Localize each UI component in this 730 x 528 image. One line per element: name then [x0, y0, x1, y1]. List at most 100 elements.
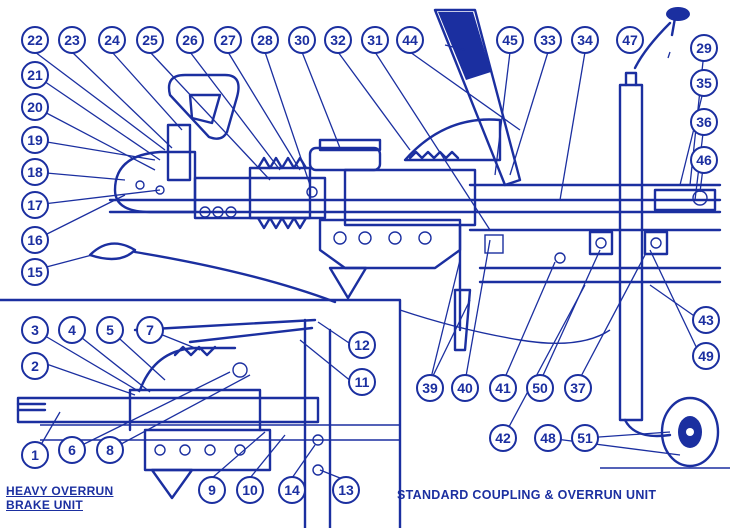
brake-rod — [453, 223, 566, 352]
callout-11: 11 — [348, 368, 376, 396]
callout-label: 21 — [27, 67, 43, 83]
callout-label: 19 — [27, 132, 43, 148]
callout-46: 46 — [690, 146, 718, 174]
callout-label: 23 — [64, 32, 80, 48]
callout-4: 4 — [58, 316, 86, 344]
callout-label: 50 — [532, 380, 548, 396]
leader-lines — [34, 44, 705, 479]
callout-label: 12 — [354, 337, 370, 353]
callout-6: 6 — [58, 436, 86, 464]
callout-32: 32 — [324, 26, 352, 54]
callout-label: 29 — [696, 40, 712, 56]
callout-44: 44 — [396, 26, 424, 54]
callout-label: 32 — [330, 32, 346, 48]
callout-label: 18 — [27, 164, 43, 180]
callout-label: 27 — [220, 32, 236, 48]
callout-label: 35 — [696, 75, 712, 91]
callout-29: 29 — [690, 34, 718, 62]
callout-label: 46 — [696, 152, 712, 168]
brake-lever-handle — [167, 73, 240, 140]
callout-35: 35 — [690, 69, 718, 97]
callout-label: 4 — [68, 322, 76, 338]
callout-41: 41 — [489, 374, 517, 402]
callout-label: 13 — [338, 482, 354, 498]
callout-label: 42 — [495, 430, 511, 446]
callout-8: 8 — [96, 436, 124, 464]
callout-47: 47 — [616, 26, 644, 54]
ratchet-segment — [403, 118, 502, 162]
callout-39: 39 — [416, 374, 444, 402]
callout-27: 27 — [214, 26, 242, 54]
callout-34: 34 — [571, 26, 599, 54]
inset-caption-line1: HEAVY OVERRUN — [6, 484, 114, 498]
callout-18: 18 — [21, 158, 49, 186]
callout-label: 15 — [27, 264, 43, 280]
callout-label: 16 — [27, 232, 43, 248]
callout-label: 30 — [294, 32, 310, 48]
callout-21: 21 — [21, 61, 49, 89]
callout-1: 1 — [21, 441, 49, 469]
callout-2: 2 — [21, 352, 49, 380]
callout-label: 3 — [31, 322, 39, 338]
lever-bracket — [308, 138, 382, 172]
callout-15: 15 — [21, 258, 49, 286]
callout-3: 3 — [21, 316, 49, 344]
callout-48: 48 — [534, 424, 562, 452]
callout-26: 26 — [176, 26, 204, 54]
callout-label: 17 — [27, 197, 43, 213]
callout-label: 39 — [422, 380, 438, 396]
callout-13: 13 — [332, 476, 360, 504]
callout-label: 45 — [502, 32, 518, 48]
callout-label: 48 — [540, 430, 556, 446]
inset-caption: HEAVY OVERRUN BRAKE UNIT — [6, 484, 141, 512]
callout-45: 45 — [496, 26, 524, 54]
callout-label: 1 — [31, 447, 39, 463]
bellows-gaiter — [256, 156, 308, 230]
callout-label: 33 — [540, 32, 556, 48]
callout-24: 24 — [98, 26, 126, 54]
callout-43: 43 — [692, 306, 720, 334]
callout-label: 43 — [698, 312, 714, 328]
callout-label: 9 — [208, 482, 216, 498]
callout-label: 37 — [570, 380, 586, 396]
callout-23: 23 — [58, 26, 86, 54]
callout-10: 10 — [236, 476, 264, 504]
coupling-head — [113, 123, 197, 214]
callout-17: 17 — [21, 191, 49, 219]
callout-label: 34 — [577, 32, 593, 48]
callout-label: 11 — [355, 374, 370, 390]
callout-22: 22 — [21, 26, 49, 54]
callout-label: 31 — [367, 32, 383, 48]
lower-bracket — [318, 218, 462, 300]
main-drawbar — [108, 166, 722, 284]
callout-label: 5 — [106, 322, 114, 338]
callout-33: 33 — [534, 26, 562, 54]
callout-label: 7 — [146, 322, 154, 338]
callout-label: 20 — [27, 99, 43, 115]
callout-label: 26 — [182, 32, 198, 48]
callout-25: 25 — [136, 26, 164, 54]
callout-label: 8 — [106, 442, 114, 458]
inset-caption-line2: BRAKE UNIT — [6, 498, 83, 512]
callout-label: 25 — [142, 32, 158, 48]
callout-37: 37 — [564, 374, 592, 402]
main-caption: STANDARD COUPLING & OVERRUN UNIT — [397, 488, 657, 502]
breakaway-cable — [88, 242, 611, 344]
inset-brake-unit — [16, 318, 400, 528]
drawbar-holes — [199, 186, 318, 218]
callout-5: 5 — [96, 316, 124, 344]
callout-9: 9 — [198, 476, 226, 504]
callout-label: 24 — [104, 32, 120, 48]
callout-42: 42 — [489, 424, 517, 452]
callout-label: 41 — [495, 380, 511, 396]
handbrake-lever — [433, 8, 522, 187]
callout-19: 19 — [21, 126, 49, 154]
callout-31: 31 — [361, 26, 389, 54]
callout-7: 7 — [136, 316, 164, 344]
callout-30: 30 — [288, 26, 316, 54]
callout-label: 22 — [27, 32, 43, 48]
callout-49: 49 — [692, 342, 720, 370]
callout-51: 51 — [571, 424, 599, 452]
callout-label: 2 — [31, 358, 39, 374]
